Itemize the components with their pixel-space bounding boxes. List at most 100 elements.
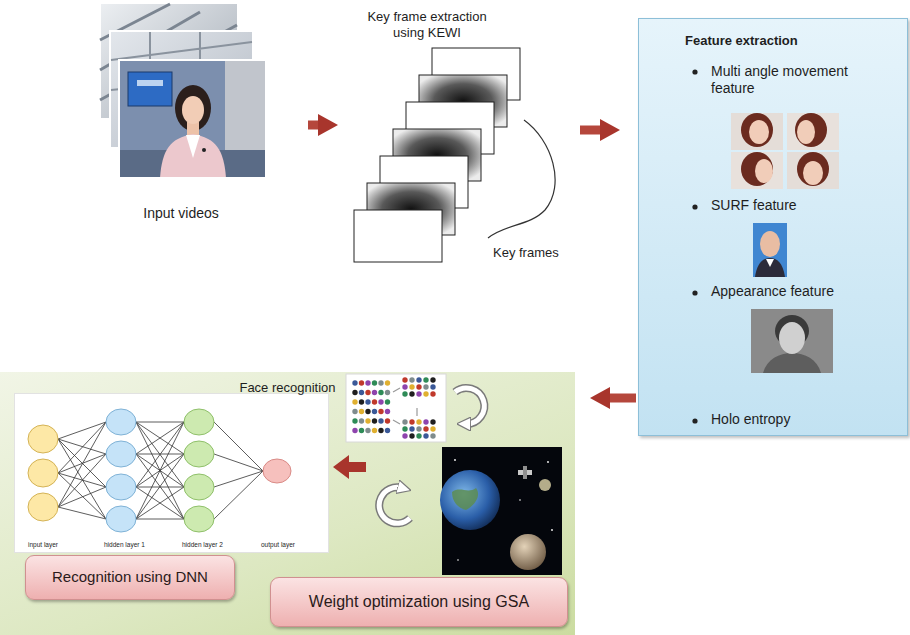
surf-face	[753, 223, 787, 277]
population-grid	[430, 384, 435, 389]
appearance-face	[751, 309, 833, 373]
bracket-curve	[488, 120, 555, 238]
cycle-arrow	[379, 487, 410, 523]
input-video-group: Input videos	[95, 0, 305, 235]
population-grid	[385, 418, 390, 423]
network-neuron	[106, 409, 136, 435]
network-link	[58, 454, 106, 473]
network-link	[136, 422, 184, 423]
network-link	[58, 422, 106, 507]
key-frame-group: Key frame extraction using KEWI Key frame…	[345, 5, 577, 267]
network-neuron	[106, 441, 136, 467]
bullet-item: Appearance feature	[711, 283, 834, 300]
bullet-dot	[692, 69, 697, 423]
population-grid	[416, 426, 421, 431]
layer-label: input layer	[28, 541, 58, 549]
space-picture	[440, 470, 500, 530]
network-link	[214, 454, 263, 471]
text-slot: hidden layer 1	[104, 541, 145, 549]
bullet-dot	[692, 290, 697, 295]
cycle-arrow	[455, 388, 484, 424]
bullet-item: Holo entropy	[711, 411, 790, 428]
population-grid	[372, 399, 377, 404]
surf-face	[766, 259, 774, 267]
population-grid	[359, 409, 364, 414]
population-grid	[416, 384, 421, 389]
population-grid	[359, 428, 364, 433]
layer-label: output layer	[261, 541, 295, 549]
space-picture	[519, 499, 521, 501]
population-grid	[385, 409, 390, 414]
network-link	[58, 487, 106, 507]
multi-angle-faces	[787, 113, 839, 150]
population-grid	[378, 409, 383, 414]
layer-label: hidden layer 1	[104, 541, 145, 549]
cycle-arrow	[379, 487, 410, 523]
box-label: Recognition using DNN	[52, 568, 208, 586]
multi-angle-faces	[749, 120, 769, 144]
bullet-dot	[692, 418, 697, 423]
key-frame	[354, 210, 442, 262]
network-link	[136, 422, 184, 454]
population-grid	[365, 418, 370, 423]
space-picture	[510, 534, 546, 570]
flow-arrow	[580, 126, 606, 135]
text-slot: Face recognition	[0, 380, 575, 396]
network-link	[58, 454, 106, 507]
bullet-item: Multi angle movement feature	[711, 63, 871, 97]
video-stack	[95, 0, 305, 235]
population-grid	[409, 419, 414, 424]
video-frame-front	[187, 122, 199, 136]
video-frame-front	[160, 134, 226, 178]
network-link	[58, 439, 106, 519]
block-arrow	[333, 455, 366, 479]
flow-arrow	[308, 121, 324, 130]
population-grid	[378, 380, 383, 385]
cycle-arrow	[455, 388, 484, 424]
population-grid	[402, 426, 407, 431]
appearance-face	[763, 353, 821, 373]
population-grid	[372, 428, 377, 433]
population-grid	[385, 428, 390, 433]
multi-angle-faces	[731, 113, 783, 150]
population-grid	[423, 433, 428, 438]
text-slot: hidden layer 2	[182, 541, 223, 549]
population-grid	[402, 377, 407, 382]
network-neuron	[184, 506, 214, 532]
region-title: Face recognition	[0, 380, 575, 396]
feature-images	[639, 19, 909, 437]
population-grid	[385, 380, 390, 385]
text-slot: Key frame extraction using KEWI	[352, 9, 502, 41]
network-link	[214, 422, 263, 471]
text-slot: Key frames	[493, 245, 559, 261]
network-link	[136, 422, 184, 519]
population-grid	[372, 390, 377, 395]
population-grid	[430, 419, 435, 424]
network-link	[58, 507, 106, 519]
population-grid	[409, 426, 414, 431]
space-picture	[452, 488, 478, 510]
cycle-arrow	[379, 487, 410, 523]
text-slot: Multi angle movement feature	[711, 63, 871, 97]
panel-title: Feature extraction	[685, 33, 798, 49]
multi-angle-faces	[731, 152, 783, 189]
population-grid	[352, 418, 357, 423]
video-frame-front	[119, 60, 266, 178]
recognition-region: input layer hidden layer 1 hidden layer 2 o…	[0, 372, 575, 635]
network-neuron	[184, 409, 214, 435]
text-slot: Feature extraction	[685, 33, 798, 49]
population-grid	[385, 399, 390, 404]
multi-angle-faces	[797, 120, 815, 144]
population-grid	[378, 390, 383, 395]
population-grid	[430, 433, 435, 438]
population-grid	[378, 418, 383, 423]
population-grid	[423, 426, 428, 431]
multi-angle-faces	[787, 152, 839, 189]
network-neuron	[28, 409, 291, 532]
network-link	[136, 519, 184, 520]
population-grid	[393, 388, 417, 424]
population-grid	[385, 390, 390, 395]
step-title: Key frame extraction using KEWI	[352, 9, 502, 41]
multi-angle-faces	[803, 161, 823, 185]
